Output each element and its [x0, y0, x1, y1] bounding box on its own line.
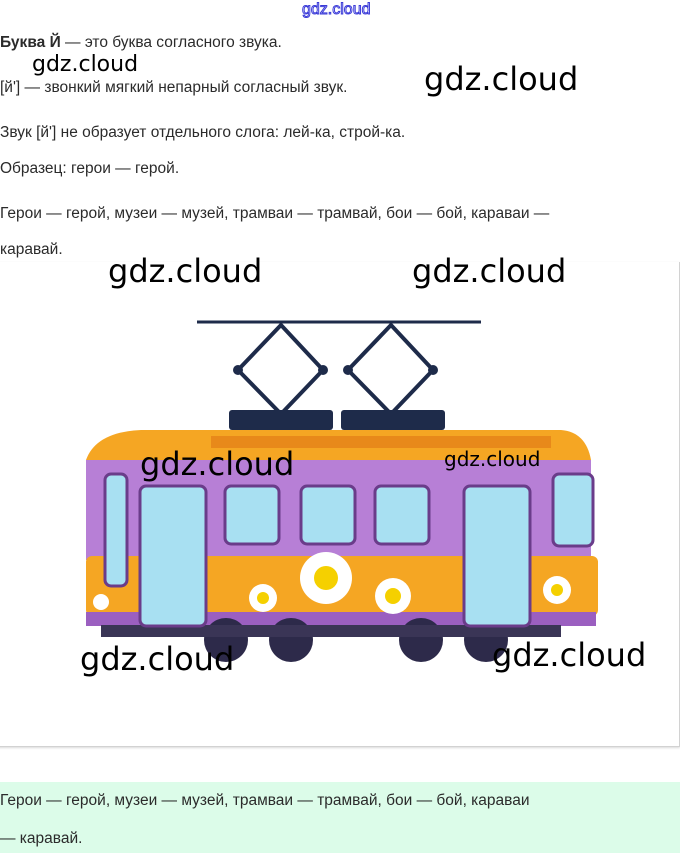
- theory-line-2: [й'] — звонкий мягкий непарный согласный…: [0, 79, 348, 96]
- watermark: gdz.cloud: [302, 1, 371, 19]
- watermark: gdz.cloud: [424, 60, 579, 98]
- theory-text: — это буква согласного звука.: [60, 34, 282, 51]
- watermark: gdz.cloud: [412, 252, 567, 290]
- answer-line-2: — каравай.: [0, 830, 83, 847]
- theory-line-1: Буква Й — это буква согласного звука.: [0, 34, 282, 52]
- watermark: gdz.cloud: [140, 445, 295, 483]
- watermark: gdz.cloud: [108, 252, 263, 290]
- watermark: gdz.cloud: [492, 636, 647, 674]
- watermark: gdz.cloud: [444, 447, 541, 471]
- tram-figure: [0, 262, 680, 747]
- task-line-2: каравай.: [0, 241, 63, 258]
- example-line: Образец: герои — герой.: [0, 160, 180, 177]
- watermark: gdz.cloud: [80, 640, 235, 678]
- letter-term: Буква Й: [0, 34, 61, 51]
- watermark: gdz.cloud: [32, 52, 139, 77]
- answer-block: Герои — герой, музеи — музей, трамваи — …: [0, 782, 680, 853]
- tram-illustration-icon: [86, 320, 598, 662]
- task-line-1: Герои — герой, музеи — музей, трамваи — …: [0, 205, 550, 222]
- theory-line-3: Звук [й'] не образует отдельного слога: …: [0, 124, 406, 141]
- answer-line-1: Герои — герой, музеи — музей, трамваи — …: [0, 792, 530, 809]
